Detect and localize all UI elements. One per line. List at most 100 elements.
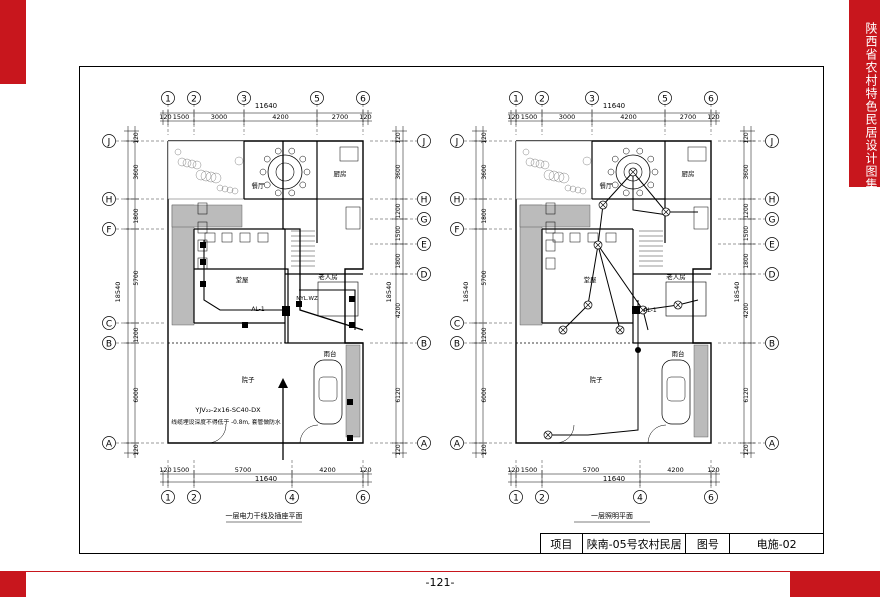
chair: [647, 155, 655, 163]
chair: [647, 181, 655, 189]
bathroom-fixture: [345, 206, 361, 230]
socket-symbol: [200, 242, 206, 248]
armchair: [545, 202, 556, 215]
top-dim-label: 4200: [272, 113, 289, 121]
garden-plant: [574, 186, 582, 194]
bathroom-fixture: [693, 206, 709, 230]
room-label: 餐厅: [600, 181, 614, 190]
room-label: 厨房: [682, 169, 695, 178]
left-dim-label: 120: [481, 444, 488, 456]
door-swing: [299, 424, 319, 444]
project-name: 陕南-05号农村民居: [583, 534, 687, 554]
side-tab: [849, 0, 880, 187]
left-dim-label: 120: [481, 132, 488, 144]
grid-axis-right: A: [421, 440, 428, 450]
car: [313, 359, 343, 425]
grid-axis-top: 5: [662, 95, 668, 105]
right-dim-label: 1500: [395, 226, 402, 241]
light-fixture-cross: [559, 326, 567, 334]
chair: [636, 189, 644, 197]
garden-plant: [205, 171, 217, 183]
top-dim-label: 3000: [211, 113, 228, 121]
socket-symbol: [200, 259, 206, 265]
garden-plant: [187, 159, 197, 169]
grid-axis-right-circle: [765, 134, 779, 148]
car: [661, 359, 691, 425]
distribution-box: [632, 306, 640, 314]
grid-axis-top: 1: [165, 95, 171, 105]
total-width-bottom: 11640: [255, 475, 277, 483]
garden-plant: [231, 187, 239, 195]
grid-axis-right-circle: [765, 192, 779, 206]
grid-axis-left: A: [454, 440, 461, 450]
car-roof: [666, 376, 686, 402]
armchair: [197, 202, 208, 215]
grid-axis-bottom-circle: [285, 490, 299, 504]
total-width-top: 11640: [255, 102, 277, 110]
armchair: [239, 232, 251, 243]
grid-axis-top: 5: [314, 95, 320, 105]
distribution-box: [282, 306, 290, 316]
bottom-dim-label: 5700: [583, 466, 600, 474]
bottom-dim-label: 1500: [521, 466, 538, 474]
grid-axis-right-circle: [417, 134, 431, 148]
top-dim-label: 2700: [332, 113, 349, 121]
bottom-dim-label: 120: [159, 466, 171, 474]
garden-plant: [543, 169, 555, 181]
chair: [274, 189, 282, 197]
left-dim-label: 1200: [481, 327, 488, 342]
grid-axis-bottom-circle: [633, 490, 647, 504]
grid-axis-right-circle: [417, 212, 431, 226]
bed: [317, 281, 359, 317]
grid-axis-right: J: [770, 138, 774, 148]
socket-symbol: [242, 322, 248, 328]
grid-axis-top: 2: [191, 95, 197, 105]
grid-axis-right-circle: [417, 267, 431, 281]
grid-axis-left: H: [454, 196, 461, 206]
right-dim-label: 6120: [743, 387, 750, 402]
light-fixture-cross: [629, 168, 637, 176]
grid-axis-top: 2: [539, 95, 545, 105]
right-total: 18540: [385, 282, 393, 303]
kitchen-stove: [687, 146, 707, 162]
grid-axis-left: C: [106, 320, 112, 330]
side-title: 陕西省农村特色民居设计图集: [864, 22, 878, 191]
grid-axis-right: J: [422, 138, 426, 148]
grid-axis-top: 3: [241, 95, 247, 105]
right-dim-label: 120: [395, 132, 402, 144]
title-block: 项目 陕南-05号农村民居 图号 电施-02: [540, 533, 824, 554]
garden-plant: [558, 172, 570, 184]
armchair: [587, 232, 599, 243]
room-label: 雨台: [324, 349, 337, 358]
bottom-dim-label: 4200: [667, 466, 684, 474]
left-dim-label: 1800: [481, 208, 488, 223]
top-dim-label: 2700: [680, 113, 697, 121]
drawing-no: 电施-02: [730, 534, 824, 554]
right-dim-label: 120: [395, 444, 402, 456]
chair: [636, 147, 644, 155]
grid-axis-bottom: 6: [360, 494, 366, 504]
grid-axis-right: D: [769, 271, 776, 281]
chair: [611, 155, 619, 163]
grid-axis-right-circle: [417, 436, 431, 450]
chair: [299, 181, 307, 189]
grid-axis-top: 6: [708, 95, 714, 105]
grid-axis-right: D: [421, 271, 428, 281]
grid-axis-bottom: 4: [637, 494, 643, 504]
top-dim-label: 3000: [559, 113, 576, 121]
armchair: [552, 232, 564, 243]
grid-axis-left: J: [455, 138, 459, 148]
paving-right: [345, 344, 361, 438]
bed: [665, 281, 707, 317]
kitchen-stove: [339, 146, 359, 162]
left-dim-label: 5700: [133, 270, 140, 285]
room-label: 堂屋: [584, 275, 598, 284]
grid-axis-bottom-circle: [509, 490, 523, 504]
grid-axis-left-circle: [102, 436, 116, 450]
grid-axis-left: F: [106, 226, 111, 236]
socket-circuit: [203, 240, 285, 311]
armchair: [257, 232, 269, 243]
